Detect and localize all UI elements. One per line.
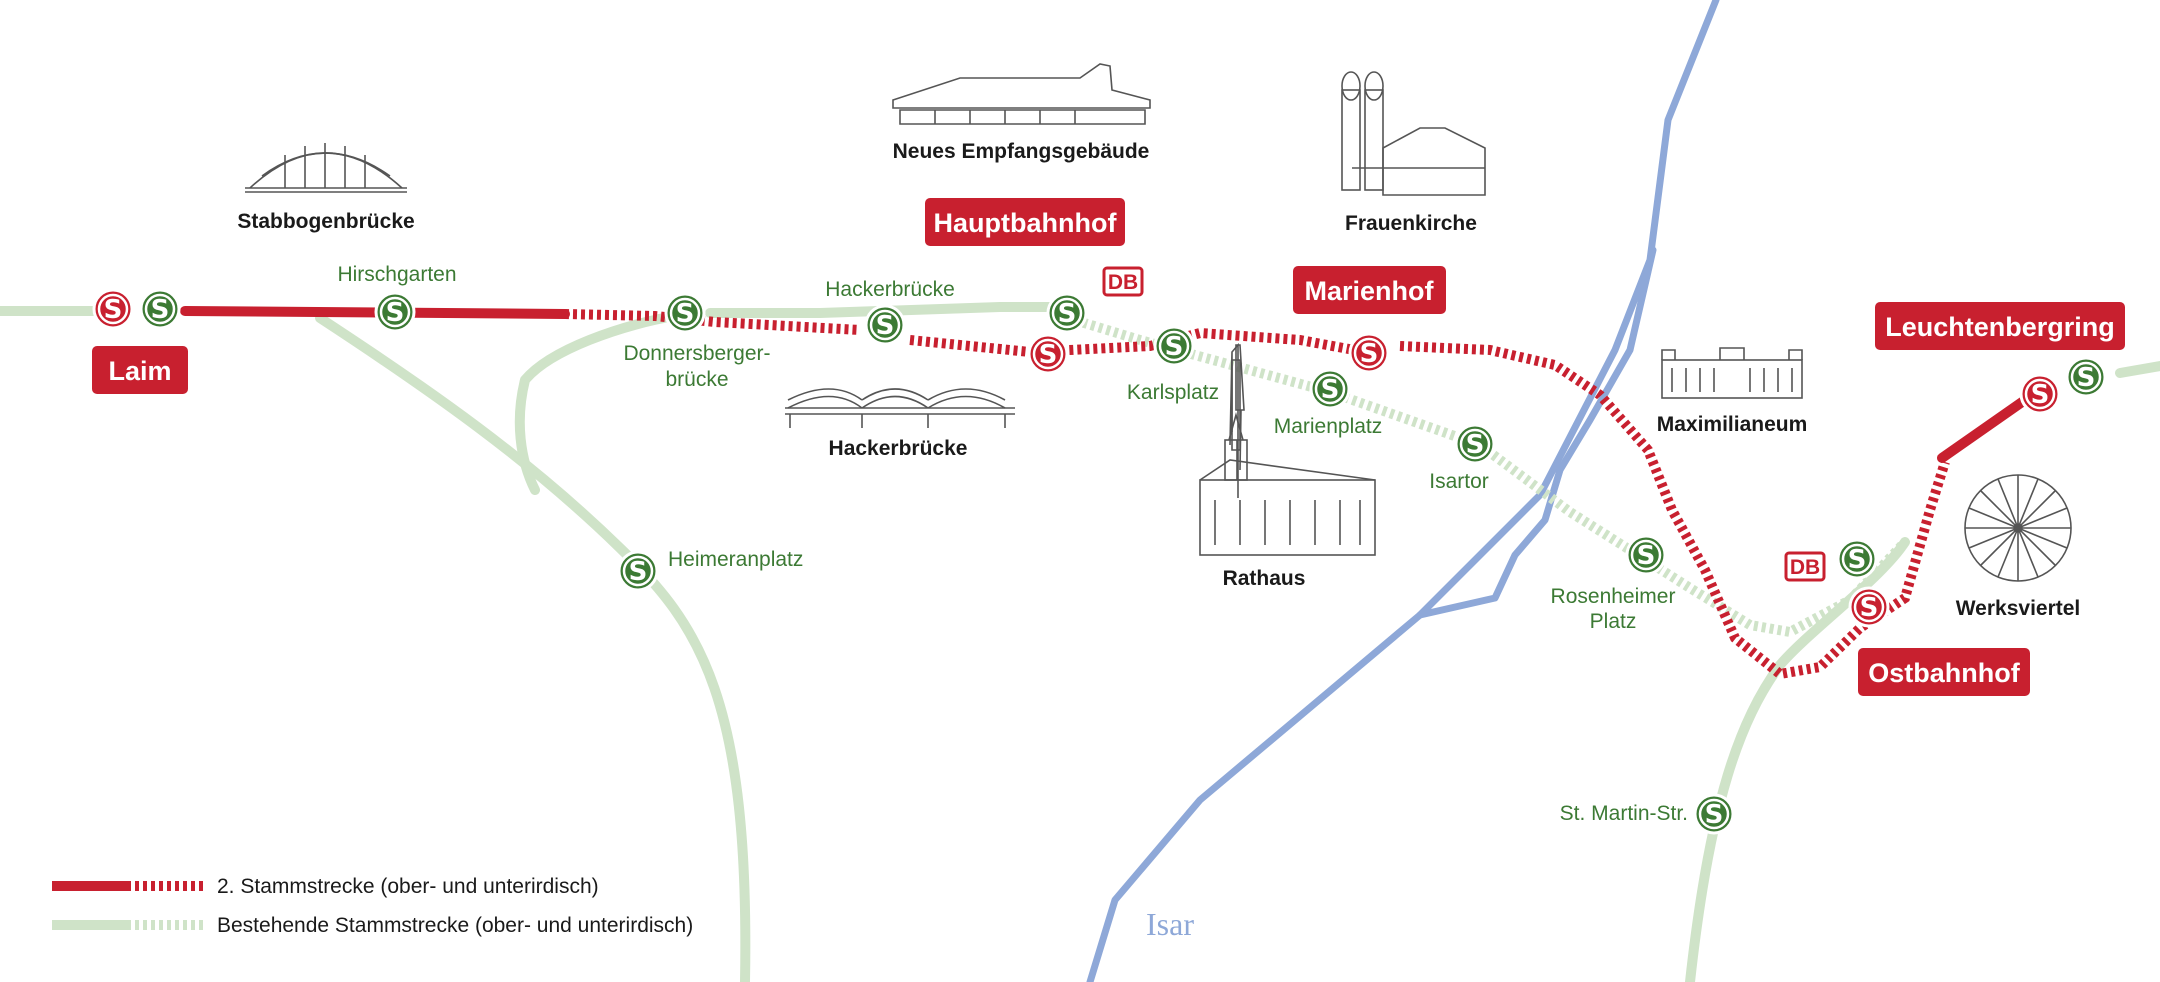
red-s-stations — [92, 288, 2061, 628]
label-rosenheimer-1: Rosenheimer — [1551, 585, 1676, 608]
badge-ostbahnhof: Ostbahnhof — [1858, 648, 2030, 696]
label-isartor: Isartor — [1429, 470, 1489, 493]
svg-text:Ostbahnhof: Ostbahnhof — [1868, 658, 2020, 688]
station-marker-st-martin-str — [1693, 793, 1735, 835]
station-marker-heimeranplatz — [617, 550, 659, 592]
svg-text:Leuchtenbergring: Leuchtenbergring — [1885, 312, 2115, 342]
label-karlsplatz: Karlsplatz — [1127, 381, 1219, 404]
label-rosenheimer-2: Platz — [1590, 610, 1637, 633]
label-neues-empfangsgebaeude: Neues Empfangsgebäude — [893, 140, 1150, 163]
riesenrad-icon — [1964, 474, 2072, 582]
svg-text:Laim: Laim — [108, 356, 171, 386]
svg-text:Hauptbahnhof: Hauptbahnhof — [934, 208, 1118, 238]
label-rathaus: Rathaus — [1223, 567, 1306, 590]
label-werksviertel: Werksviertel — [1956, 597, 2081, 620]
label-heimeranplatz: Heimeranplatz — [668, 548, 803, 571]
station-marker-laim-red — [92, 288, 134, 330]
hackerbruecke-icon — [785, 388, 1015, 428]
station-marker-isartor — [1454, 423, 1496, 465]
station-marker-hirschgarten — [374, 291, 416, 333]
label-marienplatz: Marienplatz — [1274, 415, 1383, 438]
frauenkirche-icon — [1341, 71, 1486, 196]
station-marker-hackerbruecke — [864, 304, 906, 346]
svg-text:DB: DB — [1790, 556, 1820, 579]
maximilianeum-icon — [1661, 347, 1803, 399]
station-marker-ostbahnhof-green — [1836, 538, 1878, 580]
rathaus-icon — [1199, 342, 1376, 556]
station-marker-donnersberger — [664, 292, 706, 334]
station-marker-rosenheimer-platz — [1625, 534, 1667, 576]
badge-marienhof: Marienhof — [1293, 266, 1446, 314]
station-marker-leuchtenbergring-red — [2019, 373, 2061, 415]
label-maximilianeum: Maximilianeum — [1657, 413, 1808, 436]
label-hirschgarten: Hirschgarten — [337, 263, 456, 286]
label-donnersberger-1: Donnersberger- — [623, 342, 770, 365]
isar-river — [1086, 0, 1720, 982]
label-hackerbruecke-bridge: Hackerbrücke — [829, 437, 968, 460]
station-marker-marienhof — [1348, 332, 1390, 374]
label-isar: Isar — [1146, 906, 1194, 942]
station-marker-karlsplatz — [1153, 325, 1195, 367]
label-hackerbruecke: Hackerbrücke — [825, 278, 955, 301]
label-st-martin-str: St. Martin-Str. — [1560, 802, 1688, 825]
legend: 2. Stammstrecke (ober- und unterirdisch)… — [52, 875, 693, 937]
station-marker-laim-green — [139, 288, 181, 330]
svg-text:Marienhof: Marienhof — [1304, 276, 1434, 306]
legend-label-existing: Bestehende Stammstrecke (ober- und unter… — [217, 914, 693, 937]
station-marker-ostbahnhof-red — [1848, 586, 1890, 628]
station-marker-hbf-green — [1046, 292, 1088, 334]
label-frauenkirche: Frauenkirche — [1345, 212, 1477, 235]
badge-hauptbahnhof: Hauptbahnhof — [925, 198, 1125, 246]
label-stabbogenbruecke: Stabbogenbrücke — [237, 210, 414, 233]
legend-label-new: 2. Stammstrecke (ober- und unterirdisch) — [217, 875, 599, 898]
badge-laim: Laim — [92, 346, 188, 394]
db-logo-ostbahnhof: DB — [1784, 551, 1826, 582]
label-donnersberger-2: brücke — [665, 368, 728, 391]
stabbogenbruecke-icon — [245, 143, 407, 193]
station-marker-hbf-red — [1027, 333, 1069, 375]
empfangsgebaeude-icon — [892, 63, 1151, 125]
svg-text:DB: DB — [1108, 271, 1138, 294]
badge-leuchtenbergring: Leuchtenbergring — [1875, 302, 2125, 350]
station-marker-leuchtenbergring-green — [2065, 356, 2107, 398]
db-logo-hauptbahnhof: DB — [1102, 266, 1144, 297]
station-marker-marienplatz — [1309, 368, 1351, 410]
